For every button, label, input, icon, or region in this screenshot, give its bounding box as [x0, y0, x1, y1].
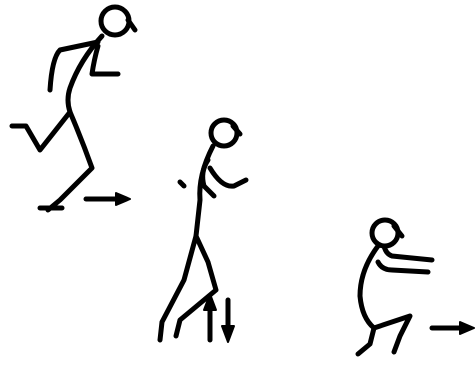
down-arrow-head: [222, 326, 234, 342]
standing-figure-back-arm: [203, 160, 214, 196]
squatting-figure-front-leg: [374, 316, 410, 352]
squatting-figure-back-leg: [358, 328, 374, 354]
right-arrow-1: [86, 193, 130, 205]
standing-figure-nose: [233, 126, 240, 134]
running-figure-back-leg: [12, 112, 70, 150]
right-arrow-2: [432, 322, 474, 334]
right-arrow-1-head: [116, 193, 130, 205]
squatting-figure: [358, 220, 432, 354]
running-figure-front-leg: [48, 112, 92, 210]
squatting-figure-nose: [394, 226, 402, 236]
up-down-arrows: [204, 294, 234, 342]
running-figure: [12, 7, 135, 210]
right-arrow-2-head: [460, 322, 474, 334]
running-figure-head: [101, 7, 129, 35]
squatting-figure-lower-arm: [378, 262, 428, 272]
squatting-figure-torso: [360, 246, 378, 328]
standing-figure-mark: [180, 182, 184, 186]
standing-figure: [160, 120, 246, 340]
squatting-figure-upper-arm: [384, 246, 432, 260]
standing-figure-front-arm: [210, 168, 246, 186]
running-figure-front-arm: [92, 46, 118, 74]
